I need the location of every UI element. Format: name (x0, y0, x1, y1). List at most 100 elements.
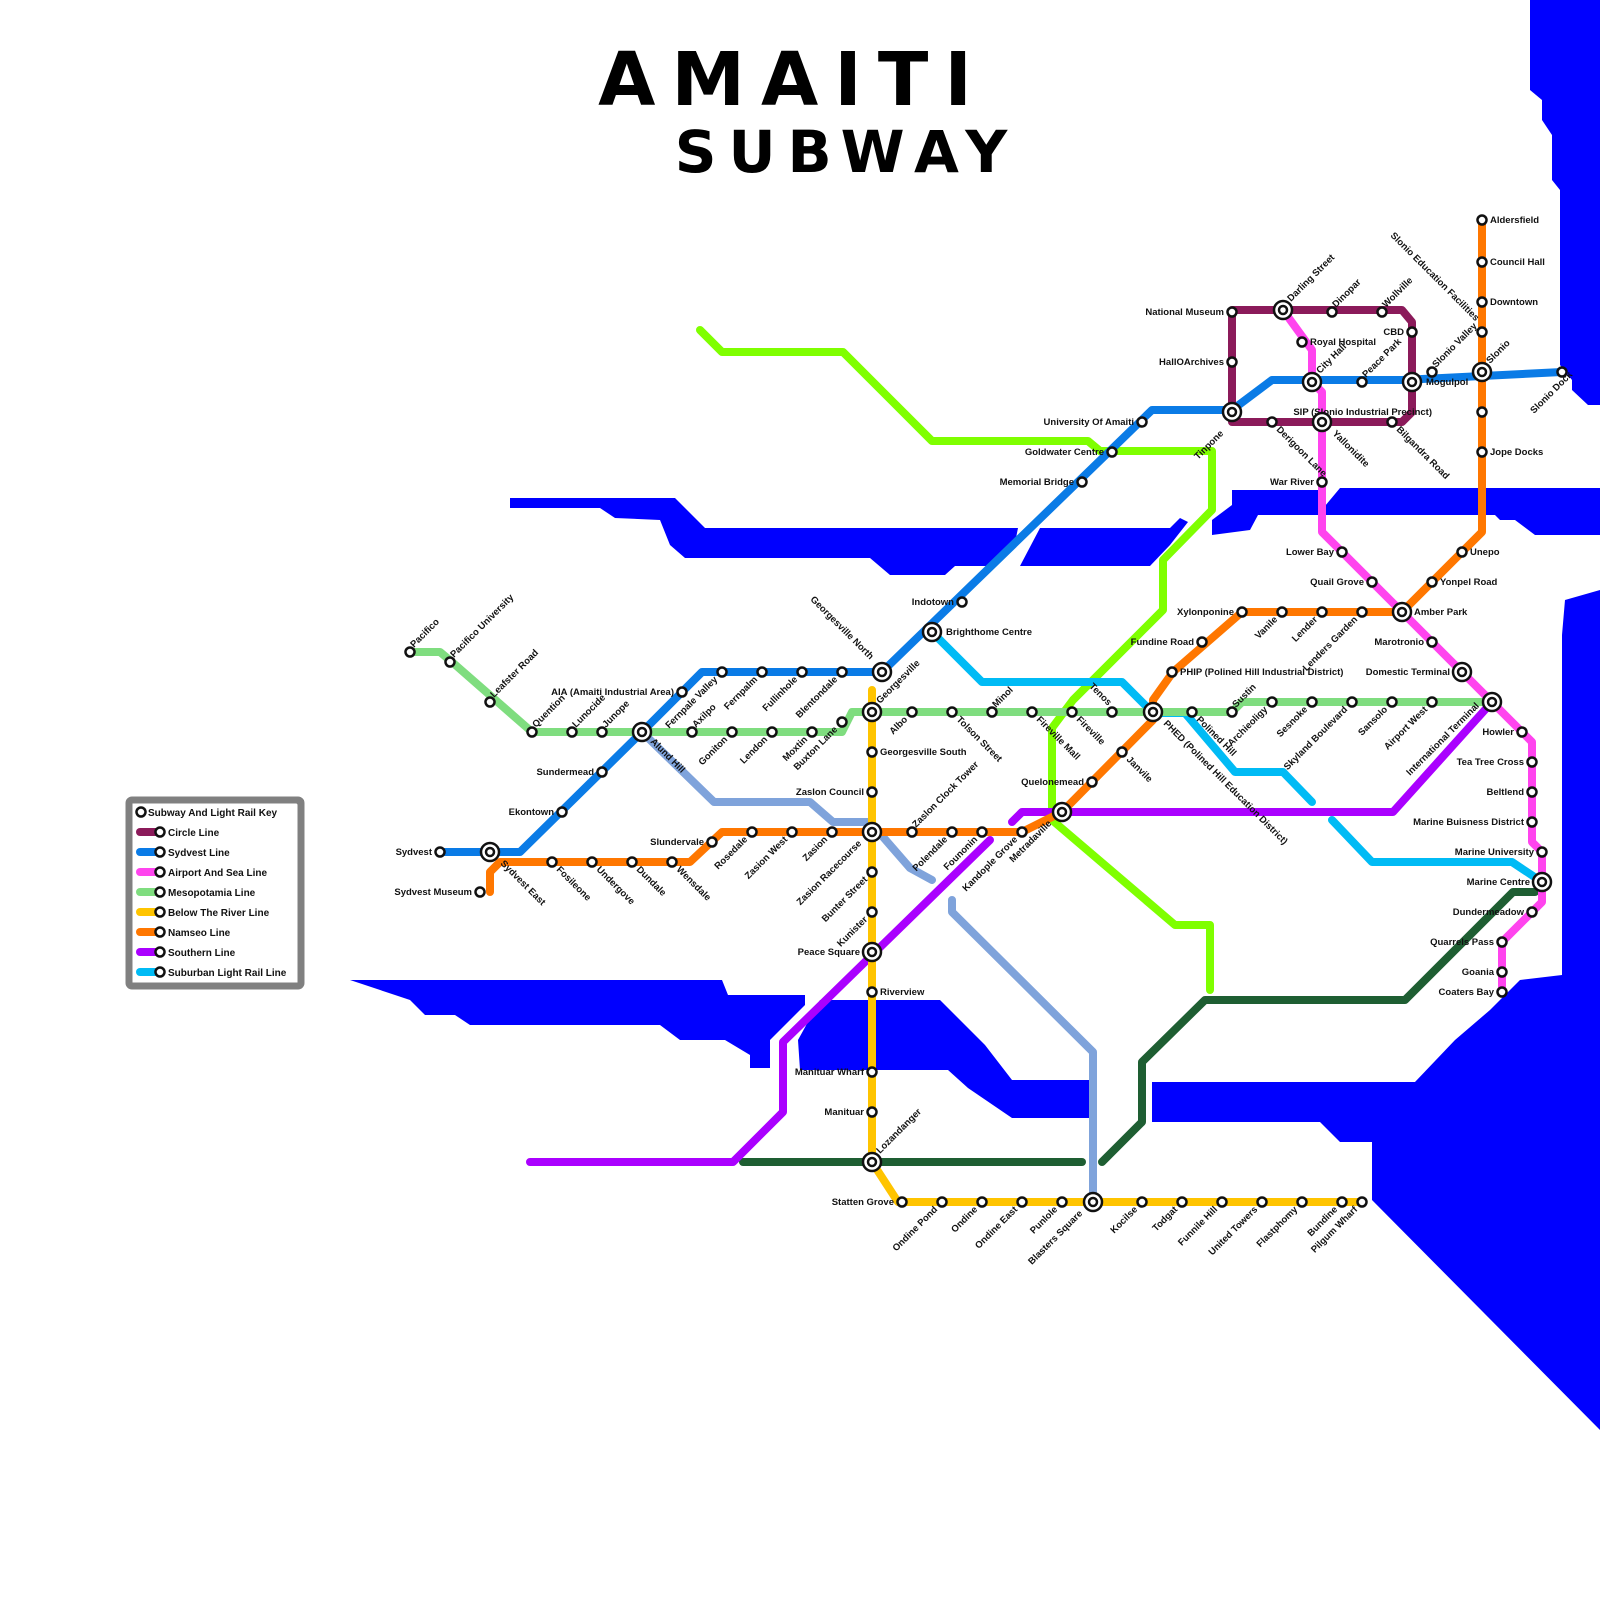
station-goania[interactable]: Goania (1462, 967, 1507, 978)
station-bilgandra-road[interactable]: Bilgandra Road (1388, 418, 1452, 482)
legend-station-marker (156, 908, 165, 917)
station-goldwater-centre[interactable]: Goldwater Centre (1025, 447, 1117, 458)
station-marker (718, 668, 727, 677)
station-marker (868, 1108, 877, 1117)
station-leafster-road[interactable]: Leafster Road (486, 647, 542, 706)
harbour-north-east (1212, 488, 1600, 535)
station-marker (828, 828, 837, 837)
station-label: Slundervale (650, 837, 704, 848)
station-marker (958, 598, 967, 607)
interchange-marker-inner (1538, 878, 1546, 886)
station-quarrels-pass[interactable]: Quarrels Pass (1430, 937, 1506, 948)
station-sydvest-museum[interactable]: Sydvest Museum (394, 887, 484, 898)
station-georgesville-north[interactable]: Georgesville North (808, 594, 891, 681)
station-marker (406, 648, 415, 657)
station-dundermeadow[interactable]: Dundermeadow (1453, 907, 1537, 918)
station-marine-buisness-district[interactable]: Marine Buisness District (1413, 817, 1536, 828)
station-zaslon-clock-tower[interactable]: Zaslon Clock Tower (908, 759, 982, 836)
station-sydvest[interactable]: Sydvest (396, 847, 445, 858)
station-marker (1428, 368, 1437, 377)
station-amber-park[interactable]: Amber Park (1393, 603, 1468, 621)
station-aldersfield[interactable]: Aldersfield (1478, 215, 1540, 226)
station-label: Lendon (738, 734, 770, 766)
station-manituar[interactable]: Manituar (824, 1107, 876, 1118)
legend-label: Below The River Line (168, 908, 270, 919)
station-marker (908, 828, 917, 837)
station-marker (1278, 608, 1287, 617)
legend-station-marker (156, 848, 165, 857)
station-national-museum[interactable]: National Museum (1145, 307, 1236, 318)
station-fundine-road[interactable]: Fundine Road (1131, 637, 1207, 648)
station-marine-university[interactable]: Marine University (1455, 847, 1547, 858)
station-united-towers[interactable]: United Towers (1207, 1198, 1267, 1258)
station-phip-polined-hill-industrial-district[interactable]: PHIP (Polined Hill Industrial District) (1168, 667, 1344, 678)
station-label: Dundermeadow (1453, 907, 1525, 918)
station-aia-amaiti-industrial-area[interactable]: AIA (Amaiti Industrial Area) (551, 687, 686, 698)
station-label: Goniton (697, 734, 731, 768)
station-georgesville-south[interactable]: Georgesville South (868, 747, 967, 758)
station-jope-docks[interactable]: Jope Docks (1478, 447, 1544, 458)
station-marine-centre[interactable]: Marine Centre (1467, 873, 1551, 891)
station-label: Aldersfield (1490, 215, 1539, 226)
station-label: Quarrels Pass (1430, 937, 1494, 948)
line-key: Subway And Light Rail Key Circle LineSyd… (129, 800, 304, 986)
station-lower-bay[interactable]: Lower Bay (1286, 547, 1347, 558)
station-label: Sesnoke (1275, 704, 1310, 739)
station-unepo[interactable]: Unepo (1458, 547, 1500, 558)
station-marker (668, 858, 677, 867)
station-university-of-amaiti[interactable]: University Of Amaiti (1044, 417, 1147, 428)
station-label: Ondine (949, 1204, 980, 1235)
station-label: Yonpel Road (1440, 577, 1498, 588)
station-marker (948, 708, 957, 717)
station-marker (1528, 908, 1537, 917)
station-marker (1388, 698, 1397, 707)
station-label: Wollville (1380, 275, 1415, 310)
station-label: PHIP (Polined Hill Industrial District) (1180, 667, 1343, 678)
station-beltlend[interactable]: Beltlend (1487, 787, 1537, 798)
station-marker (1458, 548, 1467, 557)
station-council-hall[interactable]: Council Hall (1478, 257, 1545, 268)
station-indotown[interactable]: Indotown (912, 597, 967, 608)
station-marker (1168, 668, 1177, 677)
station-downtown[interactable]: Downtown (1478, 297, 1539, 308)
interchange-marker-inner (928, 628, 936, 636)
station-label: Bilgandra Road (1394, 424, 1452, 482)
station-marker (1498, 988, 1507, 997)
station-marker (688, 728, 697, 737)
station-memorial-bridge[interactable]: Memorial Bridge (1000, 477, 1087, 488)
station-pacifico-university[interactable]: Pacifico University (446, 592, 517, 667)
interchange-marker-inner (868, 708, 876, 716)
legend-station-marker (156, 828, 165, 837)
station-marker (1378, 308, 1387, 317)
station-label: Albo (887, 714, 910, 737)
station-riverview[interactable]: Riverview (868, 987, 925, 998)
station-janvile[interactable]: Janvile (1118, 748, 1155, 785)
station-tea-tree-cross[interactable]: Tea Tree Cross (1457, 757, 1537, 768)
station-label: Peace Square (798, 947, 860, 958)
station-label: Pacifico (408, 616, 442, 650)
station-label: Minol (990, 685, 1015, 710)
station-label: Downtown (1490, 297, 1538, 308)
station-domestic-terminal[interactable]: Domestic Terminal (1366, 663, 1471, 681)
station-howler[interactable]: Howler (1482, 727, 1526, 738)
station-skyland-boulevard[interactable]: Skyland Boulevard (1282, 698, 1357, 773)
station-marker (1308, 698, 1317, 707)
station-marker (598, 768, 607, 777)
station-slonio-valley[interactable]: Slonio Valley (1428, 320, 1481, 376)
station-label: Amber Park (1414, 607, 1468, 618)
station-label: Domestic Terminal (1366, 667, 1450, 678)
station-marker (948, 828, 957, 837)
station-coaters-bay[interactable]: Coaters Bay (1439, 987, 1507, 998)
station-marker (528, 728, 537, 737)
station-halloarchives[interactable]: HallOArchives (1159, 357, 1236, 368)
station-zaslon-council[interactable]: Zaslon Council (796, 787, 877, 798)
station-brighthome-centre[interactable]: Brighthome Centre (923, 623, 1032, 641)
station-marker (1258, 1198, 1267, 1207)
interchange-marker-inner (1058, 808, 1066, 816)
station-label: Todgat (1150, 1204, 1180, 1234)
station-marker (868, 748, 877, 757)
station-label: Lower Bay (1286, 547, 1335, 558)
river-north-west (510, 498, 1018, 575)
station-cbd[interactable]: CBD (1383, 327, 1416, 338)
station-label: Manituar (824, 1107, 864, 1118)
